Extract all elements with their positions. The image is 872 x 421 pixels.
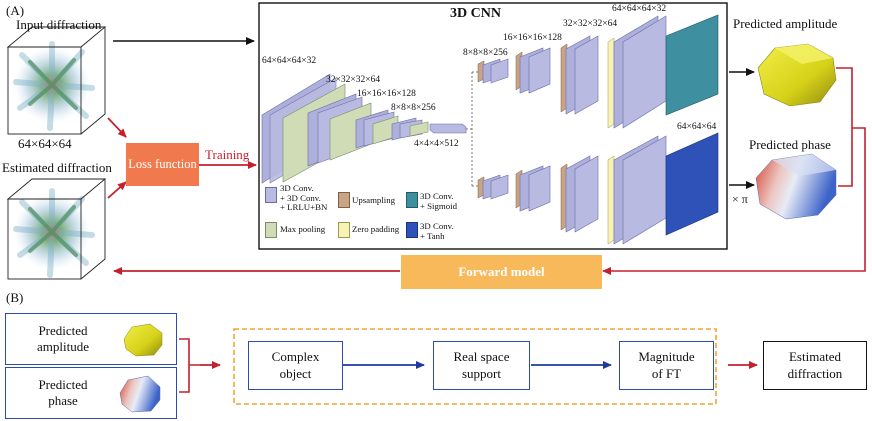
legend-maxpool-label: Max pooling — [280, 224, 326, 234]
dim-8-256: 8×8×8×256 — [391, 103, 436, 113]
legend-sigmoid-swatch — [406, 192, 418, 208]
dim-64-32-dec: 64×64×64×32 — [612, 4, 667, 14]
forward-model-box: Forward model — [401, 255, 602, 289]
b-predicted-phase-box: Predicted phase — [5, 367, 177, 419]
predicted-phase-shape — [755, 153, 837, 220]
dim-32-64-dec: 32×32×32×64 — [563, 19, 618, 29]
decoder-top-blocks — [477, 14, 719, 129]
b-predicted-amplitude-box: Predicted amplitude — [5, 313, 177, 365]
encoder-blocks — [261, 73, 467, 184]
complex-object-label: Complex object — [271, 349, 320, 381]
b-estimated-diffraction-box: Estimated diffraction — [763, 341, 867, 390]
legend-conv-swatch — [265, 187, 277, 203]
cnn-frame — [258, 2, 728, 250]
legend-maxpool-swatch — [265, 222, 277, 238]
input-to-loss-arrow — [107, 117, 127, 138]
legend-tanh-label: 3D Conv. + Tanh — [420, 221, 454, 241]
legend-conv-label: 3D Conv. + 3D Conv. + LRLU+BN — [280, 183, 328, 213]
legend-zeropad-label: Zero padding — [352, 224, 400, 234]
decoder-bottom-blocks — [477, 132, 719, 245]
loss-function-box: Loss function — [126, 143, 199, 186]
branch-connector — [466, 71, 478, 187]
cnn-title: 3D CNN — [450, 6, 501, 21]
forward-model-label: Forward model — [458, 263, 545, 279]
outputs-to-forward-line — [603, 67, 866, 271]
dim-16-128-dec: 16×16×16×128 — [503, 33, 562, 43]
dim-8-256-dec: 8×8×8×256 — [463, 48, 508, 58]
legend-upsampling-label: Upsampling — [352, 195, 396, 205]
dim-4-512: 4×4×4×512 — [414, 139, 459, 149]
legend-tanh-swatch — [406, 222, 418, 238]
legend-zeropad-swatch — [338, 222, 350, 238]
input-diffraction-label: Input diffraction — [16, 17, 102, 32]
predicted-phase-label: Predicted phase — [749, 137, 831, 152]
real-space-support-box: Real space support — [433, 341, 530, 390]
dim-16-128: 16×16×16×128 — [357, 89, 416, 99]
panel-a-tag: (A) — [6, 3, 25, 18]
magnitude-of-ft-box: Magnitude of FT — [619, 341, 714, 390]
estimated-diffraction-label: Estimated diffraction — [2, 160, 112, 175]
input-size-label: 64×64×64 — [18, 136, 72, 151]
complex-object-box: Complex object — [248, 341, 343, 390]
loss-function-label: Loss function — [128, 156, 197, 171]
b-estimated-diffraction-label: Estimated diffraction — [787, 349, 843, 381]
panel-b-tag: (B) — [6, 290, 24, 305]
predicted-amplitude-label: Predicted amplitude — [733, 16, 838, 31]
real-space-support-label: Real space support — [453, 349, 510, 381]
b-amplitude-shape — [123, 323, 163, 357]
times-pi-label: × π — [732, 192, 748, 206]
magnitude-of-ft-label: Magnitude of FT — [638, 349, 695, 381]
b-phase-shape — [119, 375, 161, 413]
training-label: Training — [205, 147, 250, 162]
b-predicted-amplitude-label: Predicted amplitude — [37, 322, 89, 354]
b-predicted-phase-label: Predicted phase — [38, 376, 88, 408]
b-merge-bracket — [179, 338, 200, 393]
dim-64-64: 64×64×64 — [677, 122, 717, 132]
b-dashed-frame — [233, 328, 717, 405]
dim-64-32: 64×64×64×32 — [262, 56, 317, 66]
estimated-diffraction-cube — [6, 178, 107, 280]
dim-32-64: 32×32×32×64 — [326, 75, 381, 85]
input-diffraction-cube — [6, 26, 107, 135]
legend-upsampling-swatch — [338, 192, 350, 208]
legend-sigmoid-label: 3D Conv. + Sigmoid — [420, 191, 457, 211]
predicted-amplitude-shape — [757, 43, 837, 107]
estimated-to-loss-arrow — [107, 181, 127, 199]
